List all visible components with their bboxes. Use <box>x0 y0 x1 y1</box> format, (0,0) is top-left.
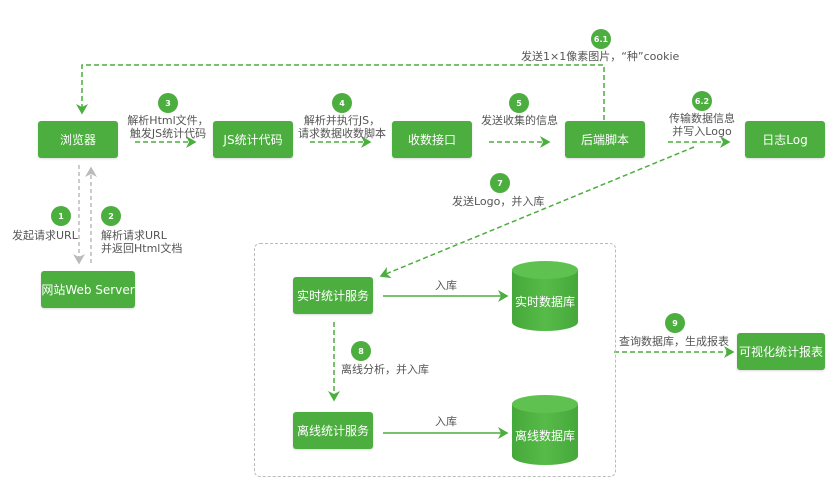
node-report[interactable]: 可视化统计报表 <box>737 333 825 370</box>
statistics-service-region <box>254 243 616 477</box>
arrow-7 <box>379 146 695 279</box>
step-badge-1: 1 <box>51 206 71 226</box>
edge-label-store-offline: 入库 <box>435 415 457 428</box>
offline-db-label: 离线数据库 <box>514 428 575 443</box>
step-label-6-1: 发送1×1像素图片，“种”cookie <box>521 50 680 63</box>
step-badge-3: 3 <box>158 93 178 113</box>
step-badge-9: 9 <box>665 313 685 333</box>
step-badge-2: 2 <box>101 206 121 226</box>
step-label-1: 发起请求URL <box>12 229 78 242</box>
realtime-db-shape <box>512 261 578 331</box>
node-log[interactable]: 日志Log <box>745 121 825 158</box>
node-realtime-service[interactable]: 实时统计服务 <box>293 277 373 314</box>
offline-db-shape <box>512 395 578 465</box>
realtime-db-label: 实时数据库 <box>514 294 575 309</box>
step-label-6-2: 传输数据信息并写入Logo <box>669 112 735 138</box>
step-badge-4: 4 <box>332 93 352 113</box>
step-label-8: 离线分析，并入库 <box>341 363 429 376</box>
node-realtime-db[interactable]: 实时数据库 <box>512 270 578 332</box>
edge-label-store-realtime: 入库 <box>435 279 457 292</box>
step-badge-8: 8 <box>351 341 371 361</box>
step-badge-5: 5 <box>509 93 529 113</box>
step-label-3: 解析Html文件，触发JS统计代码 <box>127 114 209 140</box>
node-browser[interactable]: 浏览器 <box>38 121 118 158</box>
node-offline-db[interactable]: 离线数据库 <box>512 404 578 466</box>
step-label-9: 查询数据库，生成报表 <box>619 335 729 348</box>
node-collect-api[interactable]: 收数接口 <box>392 121 472 158</box>
step-badge-7: 7 <box>490 173 510 193</box>
step-badge-6-1: 6.1 <box>591 29 611 49</box>
node-web-server[interactable]: 网站Web Server <box>41 271 135 308</box>
node-js-code[interactable]: JS统计代码 <box>213 121 293 158</box>
step-label-5: 发送收集的信息 <box>481 114 558 127</box>
step-badge-6-2: 6.2 <box>692 91 712 111</box>
step-label-4: 解析并执行JS，请求数据收数脚本 <box>298 114 386 140</box>
arrow-6-1 <box>76 64 605 120</box>
node-backend-script[interactable]: 后端脚本 <box>565 121 645 158</box>
node-offline-service[interactable]: 离线统计服务 <box>293 412 373 449</box>
step-label-7: 发送Logo，并入库 <box>452 195 545 208</box>
